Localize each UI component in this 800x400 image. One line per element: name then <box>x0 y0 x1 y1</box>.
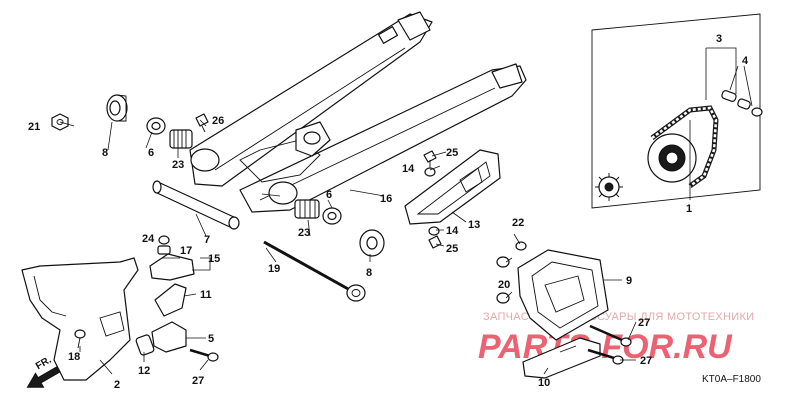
watermark-tagline: ЗАПЧАСТИ И АКСЕССУАРЫ ДЛЯ МОТОТЕХНИКИ <box>483 311 754 323</box>
bracket-15 <box>149 253 195 281</box>
collar-20 <box>496 256 510 268</box>
callout-18: 18 <box>68 351 80 363</box>
callout-27-lower: 27 <box>640 355 652 367</box>
callout-6-lower: 6 <box>326 189 332 201</box>
callout-8-upper: 8 <box>102 147 108 159</box>
drive-chain <box>650 105 719 189</box>
pivot-collar-7 <box>152 180 240 230</box>
callout-9: 9 <box>626 275 632 287</box>
callout-13: 13 <box>468 219 480 231</box>
leader-lines <box>59 47 753 375</box>
callout-1: 1 <box>686 203 692 215</box>
bolt-26 <box>195 113 209 133</box>
pivot-seal-8-lower <box>359 229 385 257</box>
callout-6-upper: 6 <box>148 147 154 159</box>
collar-14-upper <box>424 167 436 177</box>
callout-27-upper: 27 <box>638 317 650 329</box>
pivot-bolt-19 <box>263 240 366 302</box>
needle-bearing-23-upper <box>169 129 193 149</box>
bolt-22 <box>515 241 527 251</box>
bolt-25-upper <box>423 150 437 168</box>
callout-23-upper: 23 <box>172 159 184 171</box>
bolt-24 <box>158 235 170 245</box>
callout-19: 19 <box>268 263 280 275</box>
bracket-10 <box>522 337 601 379</box>
chain-slider-13 <box>404 149 501 225</box>
drive-sprocket <box>595 173 623 201</box>
callout-16: 16 <box>380 193 392 205</box>
bolt-18 <box>74 329 86 349</box>
callout-3: 3 <box>716 33 722 45</box>
chain-case-9 <box>517 249 609 341</box>
chain-kit-box <box>591 13 761 209</box>
diagram-code: KT0A–F1800 <box>702 374 761 385</box>
callout-20: 20 <box>498 279 510 291</box>
chain-joint-links-4 <box>721 90 763 117</box>
collar-20b <box>496 292 510 304</box>
callout-12: 12 <box>138 365 150 377</box>
collar-17 <box>157 245 171 255</box>
callout-11: 11 <box>200 289 212 301</box>
collar-14-lower <box>428 226 440 236</box>
callout-14-upper: 14 <box>402 163 415 175</box>
callout-23-lower: 23 <box>298 227 310 239</box>
callout-17: 17 <box>180 245 192 257</box>
callout-5: 5 <box>208 333 214 345</box>
callout-26: 26 <box>212 115 224 127</box>
slider-11 <box>154 283 187 317</box>
swingarm <box>189 11 527 213</box>
callout-25-upper: 25 <box>446 147 458 159</box>
callout-8-lower: 8 <box>366 267 372 279</box>
callout-7: 7 <box>204 234 210 246</box>
front-arrow-label: FR. <box>34 355 54 373</box>
collar-6-upper <box>146 117 166 135</box>
callout-10: 10 <box>538 377 550 389</box>
chain-guard-2 <box>21 257 139 381</box>
callout-21: 21 <box>28 121 40 133</box>
watermark-brand: PARTS-FOR.RU <box>478 328 733 366</box>
needle-bearing-23-lower <box>294 199 320 219</box>
plate-5 <box>151 321 187 353</box>
pin-12 <box>135 334 155 356</box>
collar-6-lower <box>322 207 342 225</box>
callout-4-a: 4 <box>742 55 749 67</box>
callout-25-lower: 25 <box>446 243 458 255</box>
driven-sprocket <box>647 133 697 183</box>
callout-2: 2 <box>114 379 120 391</box>
callout-27-left: 27 <box>192 375 204 387</box>
callout-15: 15 <box>208 253 220 265</box>
callout-14-lower: 14 <box>446 225 459 237</box>
callout-labels: 1 2 3 4 5 6 6 7 8 8 9 10 11 12 13 14 14 … <box>28 33 749 391</box>
pivot-seal-8-upper <box>106 94 128 122</box>
callout-22: 22 <box>512 217 524 229</box>
bolts-27-right <box>587 324 632 365</box>
callout-24: 24 <box>142 233 155 245</box>
bolt-27-left <box>189 348 219 362</box>
bolt-25-lower <box>428 235 442 249</box>
